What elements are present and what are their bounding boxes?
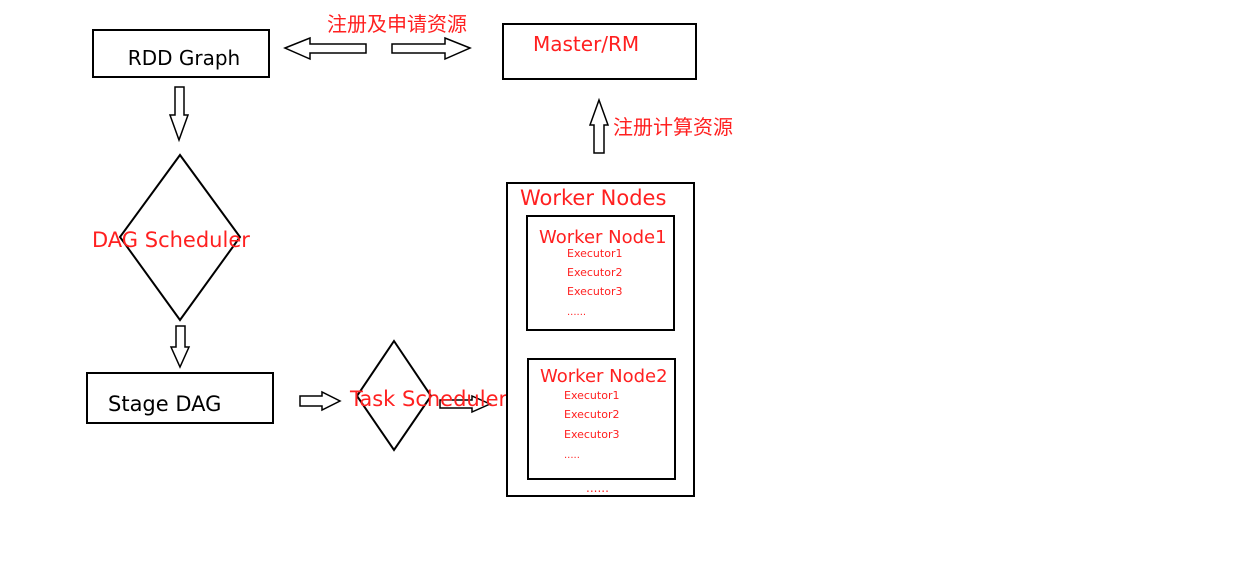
ellipsis: ...... bbox=[567, 307, 586, 318]
rdd-graph-node: RDD Graph bbox=[92, 29, 270, 78]
stage-dag-node: Stage DAG bbox=[86, 372, 274, 424]
master-label: Master/RM bbox=[533, 32, 639, 56]
arrow-up bbox=[588, 97, 610, 154]
worker-node-1-title: Worker Node1 bbox=[539, 227, 667, 248]
executor: Executor3 bbox=[567, 285, 622, 298]
register-request-label: 注册及申请资源 bbox=[327, 12, 467, 36]
task-scheduler-label: Task Scheduler bbox=[349, 387, 507, 411]
register-compute-label: 注册计算资源 bbox=[613, 115, 733, 139]
ellipsis: ..... bbox=[564, 450, 580, 461]
arrow-down-1 bbox=[168, 86, 190, 143]
arrow-right bbox=[391, 36, 472, 61]
executor: Executor1 bbox=[564, 389, 619, 402]
arrow-right-3 bbox=[439, 394, 492, 414]
rdd-graph-label: RDD Graph bbox=[128, 46, 240, 70]
executor: Executor2 bbox=[567, 266, 622, 279]
worker-node-1: Worker Node1 Executor1 Executor2 Executo… bbox=[526, 215, 675, 331]
executor: Executor3 bbox=[564, 428, 619, 441]
executor: Executor1 bbox=[567, 247, 622, 260]
executor: Executor2 bbox=[564, 408, 619, 421]
worker-nodes-label: Worker Nodes bbox=[520, 186, 666, 210]
arrow-down-2 bbox=[169, 325, 191, 369]
worker-node-2: Worker Node2 Executor1 Executor2 Executo… bbox=[527, 358, 676, 480]
more-workers-ellipsis: ...... bbox=[586, 481, 609, 495]
stage-dag-label: Stage DAG bbox=[108, 392, 221, 416]
arrow-right-2 bbox=[299, 390, 342, 412]
task-scheduler-node: Task Scheduler bbox=[349, 339, 507, 452]
dag-scheduler-node: DAG Scheduler bbox=[92, 153, 250, 322]
master-node: Master/RM bbox=[502, 23, 697, 80]
worker-nodes-group: Worker Nodes Worker Node1 Executor1 Exec… bbox=[506, 182, 695, 497]
worker-node-2-title: Worker Node2 bbox=[540, 366, 668, 387]
arrow-left bbox=[283, 36, 367, 61]
dag-scheduler-label: DAG Scheduler bbox=[92, 228, 250, 252]
